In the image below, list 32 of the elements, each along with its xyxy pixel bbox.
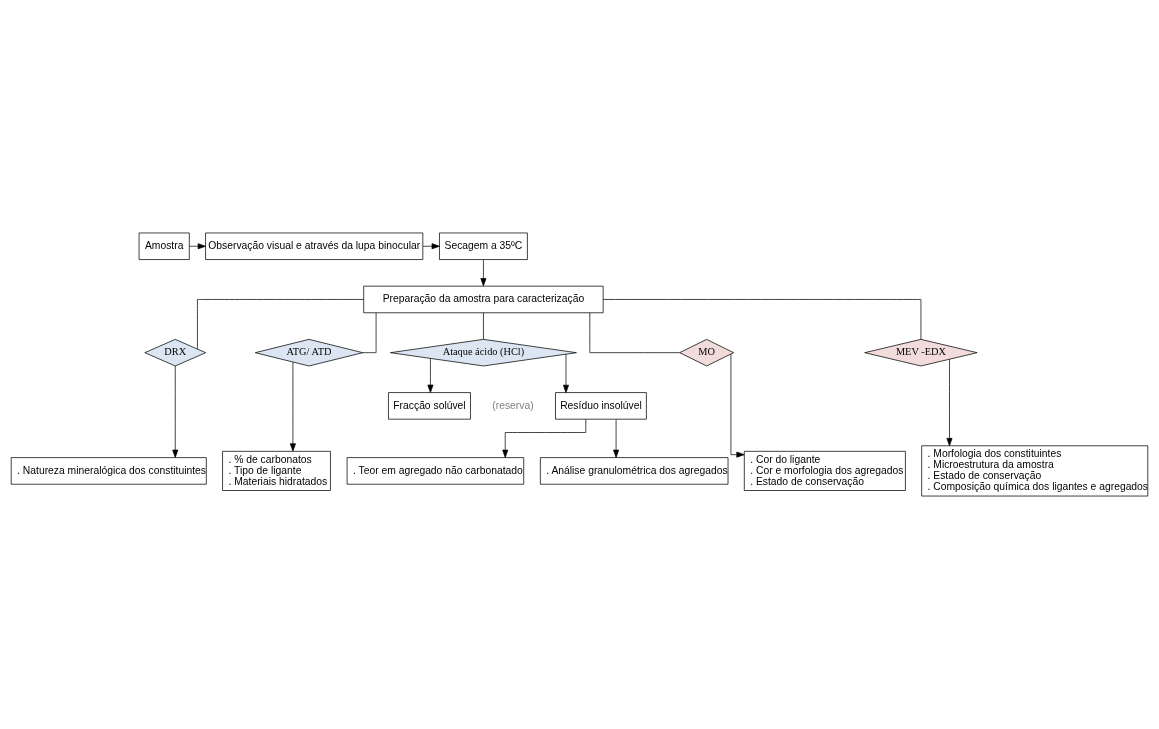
- connector: [602, 299, 922, 340]
- node-box: . % de carbonatos . Tipo de ligante . Materiais hidratados: [222, 450, 331, 491]
- arrow: [172, 365, 179, 458]
- node-diamond: MEV -EDX: [864, 339, 978, 367]
- node-box: Fracção solúvel: [388, 392, 471, 420]
- arrow: [480, 259, 487, 287]
- node-label: (reserva): [492, 399, 534, 411]
- node-box: . Cor do ligante . Cor e morfologia dos agregados . Estado de conservação: [743, 450, 906, 491]
- node-box: . Morfologia dos constituintes . Microestrutura da amostra . Estado de conservação . Composição química dos ligantes e agregados: [921, 445, 1149, 497]
- arrow: [189, 243, 206, 250]
- arrow: [563, 353, 569, 393]
- node-box: . Natureza mineralógica dos constituintes: [10, 457, 207, 485]
- arrow: [422, 243, 440, 250]
- arrow: [613, 419, 620, 458]
- node-box: Preparação da amostra para caracterização: [363, 285, 604, 314]
- arrow: [427, 358, 434, 393]
- node-diamond: Ataque ácido (HCl): [390, 339, 577, 367]
- node-diamond: DRX: [144, 339, 207, 367]
- arrow: [946, 359, 953, 447]
- arrow: [289, 361, 296, 452]
- node-diamond: MO: [679, 339, 734, 367]
- connector: [483, 312, 484, 340]
- node-box: . Teor em agregado não carbonatado: [346, 457, 525, 485]
- node-box: Resíduo insolúvel: [555, 392, 647, 420]
- node-diamond: ATG/ ATD: [254, 339, 364, 367]
- connector: [589, 312, 680, 354]
- node-box: Amostra: [138, 232, 190, 260]
- node-box: Observação visual e através da lupa binocular: [205, 232, 424, 260]
- arrow: [730, 353, 745, 458]
- node-box: . Análise granulométrica dos agregados: [539, 457, 729, 485]
- connector: [197, 299, 364, 350]
- node-box: Secagem a 35ºC: [439, 232, 528, 260]
